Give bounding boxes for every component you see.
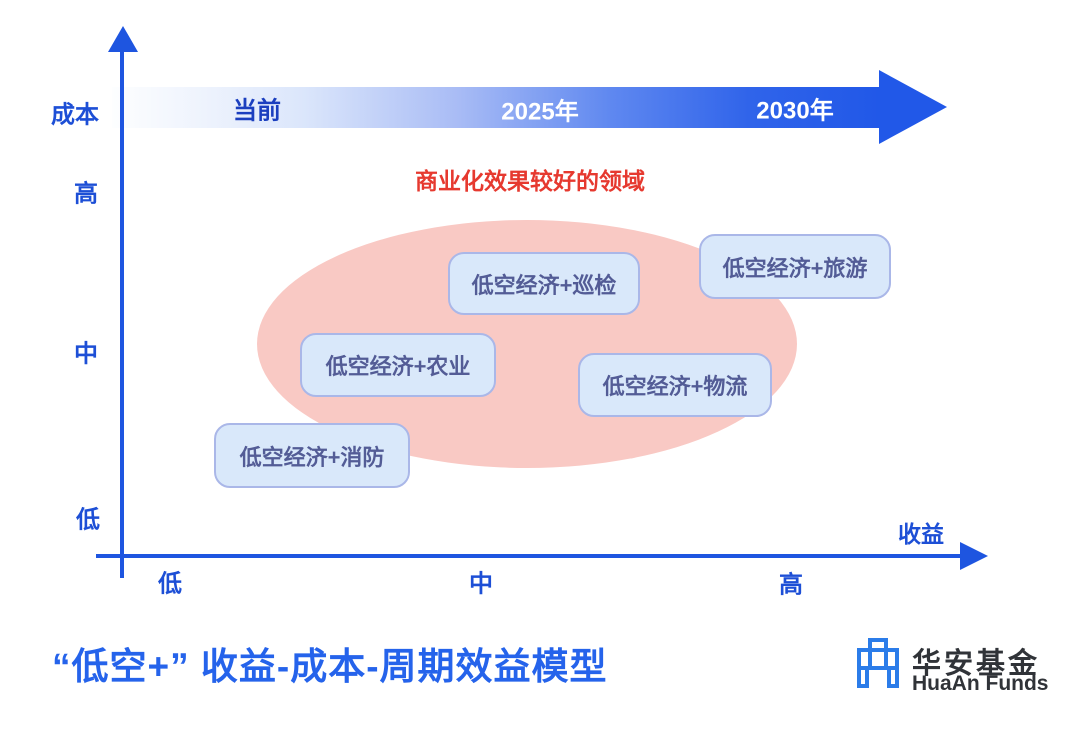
item-firefighting-label: 低空经济+消防 [239,444,385,470]
timeline-stage-2030: 2030年 [756,97,834,125]
x-axis-title: 收益 [898,521,944,547]
highlight-region-label: 商业化效果较好的领域 [415,168,645,194]
x-axis-label-low: 低 [158,570,182,598]
item-inspection: 低空经济+巡检 [448,252,640,315]
y-axis-label-low: 低 [76,506,100,534]
page-title: “低空+” 收益-成本-周期效益模型 [52,646,608,687]
y-axis-arrow-icon [108,26,138,52]
timeline-band [112,87,879,128]
y-axis-title: 成本 [51,101,99,129]
item-agriculture: 低空经济+农业 [300,333,496,397]
timeline-arrow-icon [879,70,947,144]
huaan-logo-icon [854,637,902,694]
item-tourism: 低空经济+旅游 [699,234,891,299]
timeline-stage-current: 当前 [233,97,281,125]
x-axis-line [96,554,962,558]
item-tourism-label: 低空经济+旅游 [722,255,868,281]
y-axis-label-high: 高 [74,180,98,208]
timeline-stage-2025: 2025年 [501,98,579,126]
logo-name-cn: 华安基金 [912,648,1041,680]
item-agriculture-label: 低空经济+农业 [325,354,471,379]
y-axis-label-mid: 中 [74,340,98,368]
logo-name-en: HuaAn Funds [912,672,1049,695]
item-logistics: 低空经济+物流 [578,353,772,417]
x-axis-label-mid: 中 [469,570,493,598]
item-inspection-label: 低空经济+巡检 [471,272,617,298]
x-axis-arrow-icon [960,542,988,570]
item-firefighting: 低空经济+消防 [214,423,410,488]
item-logistics-label: 低空经济+物流 [602,374,748,399]
y-axis-line [120,46,124,578]
x-axis-label-high: 高 [779,571,803,599]
